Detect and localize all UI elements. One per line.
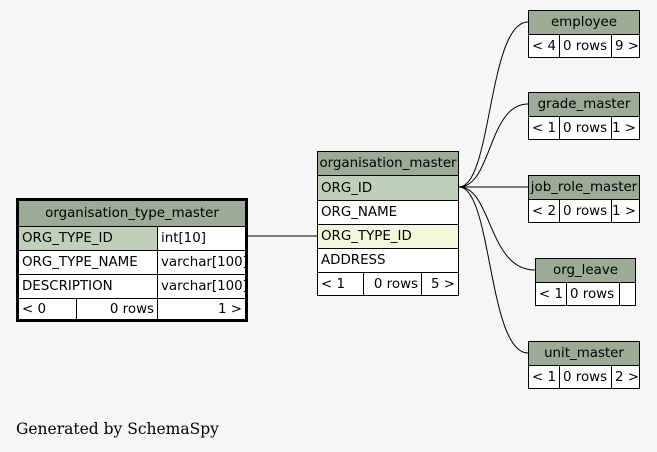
table-footer: < 2 0 rows 1 > — [529, 200, 639, 222]
parents-count[interactable]: < 4 — [532, 38, 556, 54]
parents-count[interactable]: < 1 — [532, 120, 556, 136]
children-count[interactable]: 1 > — [611, 200, 639, 222]
column-name: ORG_ID — [318, 176, 458, 200]
row-count: 0 rows — [559, 117, 611, 139]
children-count[interactable]: 5 > — [421, 273, 458, 295]
table-organisation-master[interactable]: organisation_master ORG_ID ORG_NAME ORG_… — [317, 151, 459, 296]
generated-by-footer: Generated by SchemaSpy — [16, 420, 219, 438]
row-count: 0 rows — [363, 273, 421, 295]
children-count[interactable]: 1 > — [611, 117, 639, 139]
column-name: ORG_TYPE_ID — [19, 227, 157, 250]
table-grade-master[interactable]: grade_master < 1 0 rows 1 > — [528, 92, 640, 140]
row-count: 0 rows — [559, 366, 611, 388]
table-title: employee — [529, 11, 639, 35]
column-row[interactable]: ORG_TYPE_ID int[10] — [19, 227, 245, 250]
parents-count[interactable]: < 1 — [321, 276, 345, 292]
table-title: org_leave — [536, 259, 635, 283]
table-footer: < 4 0 rows 9 > — [529, 35, 639, 57]
table-footer: < 1 0 rows 5 > — [318, 272, 458, 295]
table-title: organisation_type_master — [19, 201, 245, 227]
table-title: organisation_master — [318, 152, 458, 176]
connector-employee — [458, 21, 529, 188]
column-name: ORG_TYPE_NAME — [22, 255, 138, 270]
table-footer: < 1 0 rows — [536, 283, 635, 305]
column-row[interactable]: ORG_NAME — [318, 200, 458, 224]
children-count — [619, 283, 635, 305]
column-type: int[10] — [157, 227, 245, 250]
table-org-leave[interactable]: org_leave < 1 0 rows — [535, 258, 636, 306]
column-name: ORG_TYPE_ID — [318, 225, 458, 248]
column-row[interactable]: ADDRESS — [318, 248, 458, 272]
row-count: 0 rows — [559, 200, 611, 222]
column-name: ORG_NAME — [321, 205, 398, 220]
children-count[interactable]: 1 > — [157, 299, 245, 319]
table-employee[interactable]: employee < 4 0 rows 9 > — [528, 10, 640, 58]
parents-count[interactable]: < 1 — [532, 369, 556, 385]
connector-org-leave — [458, 186, 536, 271]
table-organisation-type-master[interactable]: organisation_type_master ORG_TYPE_ID int… — [16, 198, 248, 322]
row-count: 0 rows — [559, 35, 611, 57]
column-row[interactable]: ORG_ID — [318, 176, 458, 200]
connector-grade-master — [458, 103, 529, 188]
table-footer: < 1 0 rows 1 > — [529, 117, 639, 139]
parents-count[interactable]: < 2 — [532, 203, 556, 219]
children-count[interactable]: 9 > — [611, 35, 639, 57]
table-footer: < 1 0 rows 2 > — [529, 366, 639, 388]
column-name: ADDRESS — [321, 253, 386, 268]
column-row[interactable]: ORG_TYPE_ID — [318, 224, 458, 248]
table-job-role-master[interactable]: job_role_master < 2 0 rows 1 > — [528, 175, 640, 223]
table-title: job_role_master — [529, 176, 639, 200]
row-count: 0 rows — [76, 299, 157, 319]
connector-unit-master — [458, 186, 529, 354]
parents-count[interactable]: < 0 — [22, 301, 46, 317]
column-type: varchar[100] — [157, 275, 245, 298]
table-title: grade_master — [529, 93, 639, 117]
children-count[interactable]: 2 > — [611, 366, 639, 388]
column-row[interactable]: ORG_TYPE_NAME varchar[100] — [19, 250, 245, 274]
parents-count[interactable]: < 1 — [539, 286, 563, 302]
table-title: unit_master — [529, 342, 639, 366]
table-footer: < 0 0 rows 1 > — [19, 298, 245, 319]
row-count: 0 rows — [566, 283, 619, 305]
column-row[interactable]: DESCRIPTION varchar[100] — [19, 274, 245, 298]
column-name: DESCRIPTION — [22, 279, 113, 294]
column-type: varchar[100] — [157, 251, 245, 274]
table-unit-master[interactable]: unit_master < 1 0 rows 2 > — [528, 341, 640, 389]
